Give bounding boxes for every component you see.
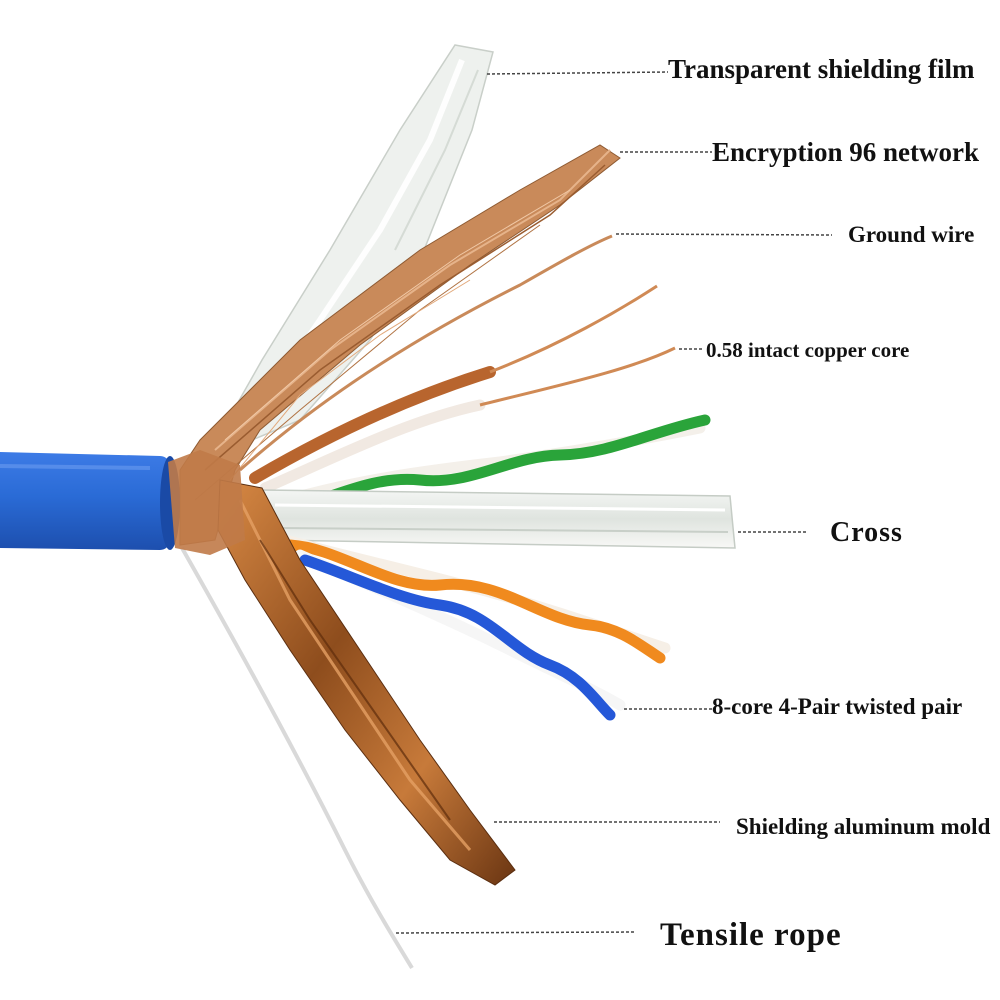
leader-line-transparent-film xyxy=(486,71,669,75)
cable-jacket xyxy=(0,452,180,550)
green-pair xyxy=(264,414,711,518)
brown-pair xyxy=(249,284,676,494)
leader-line-tensile-rope xyxy=(395,931,637,934)
ground-wire xyxy=(239,234,613,472)
label-ground-wire: Ground wire xyxy=(848,222,975,247)
tensile-rope xyxy=(180,547,414,970)
orange-pair xyxy=(279,534,671,664)
label-twisted-pair: 8-core 4-Pair twisted pair xyxy=(712,694,963,719)
aluminum-foil xyxy=(217,479,516,886)
cross-separator xyxy=(259,489,736,549)
label-tensile-rope: Tensile rope xyxy=(660,917,842,953)
label-copper-core: 0.58 intact copper core xyxy=(706,338,910,362)
label-transparent-film: Transparent shielding film xyxy=(668,54,975,84)
blue-pair xyxy=(294,549,626,721)
label-braid-network: Encryption 96 network xyxy=(712,137,980,167)
label-aluminum-mold: Shielding aluminum mold xyxy=(736,814,991,839)
leader-lines xyxy=(395,71,833,934)
leader-line-ground-wire xyxy=(615,233,833,236)
braid-ring xyxy=(168,450,245,555)
label-cross: Cross xyxy=(830,517,903,548)
